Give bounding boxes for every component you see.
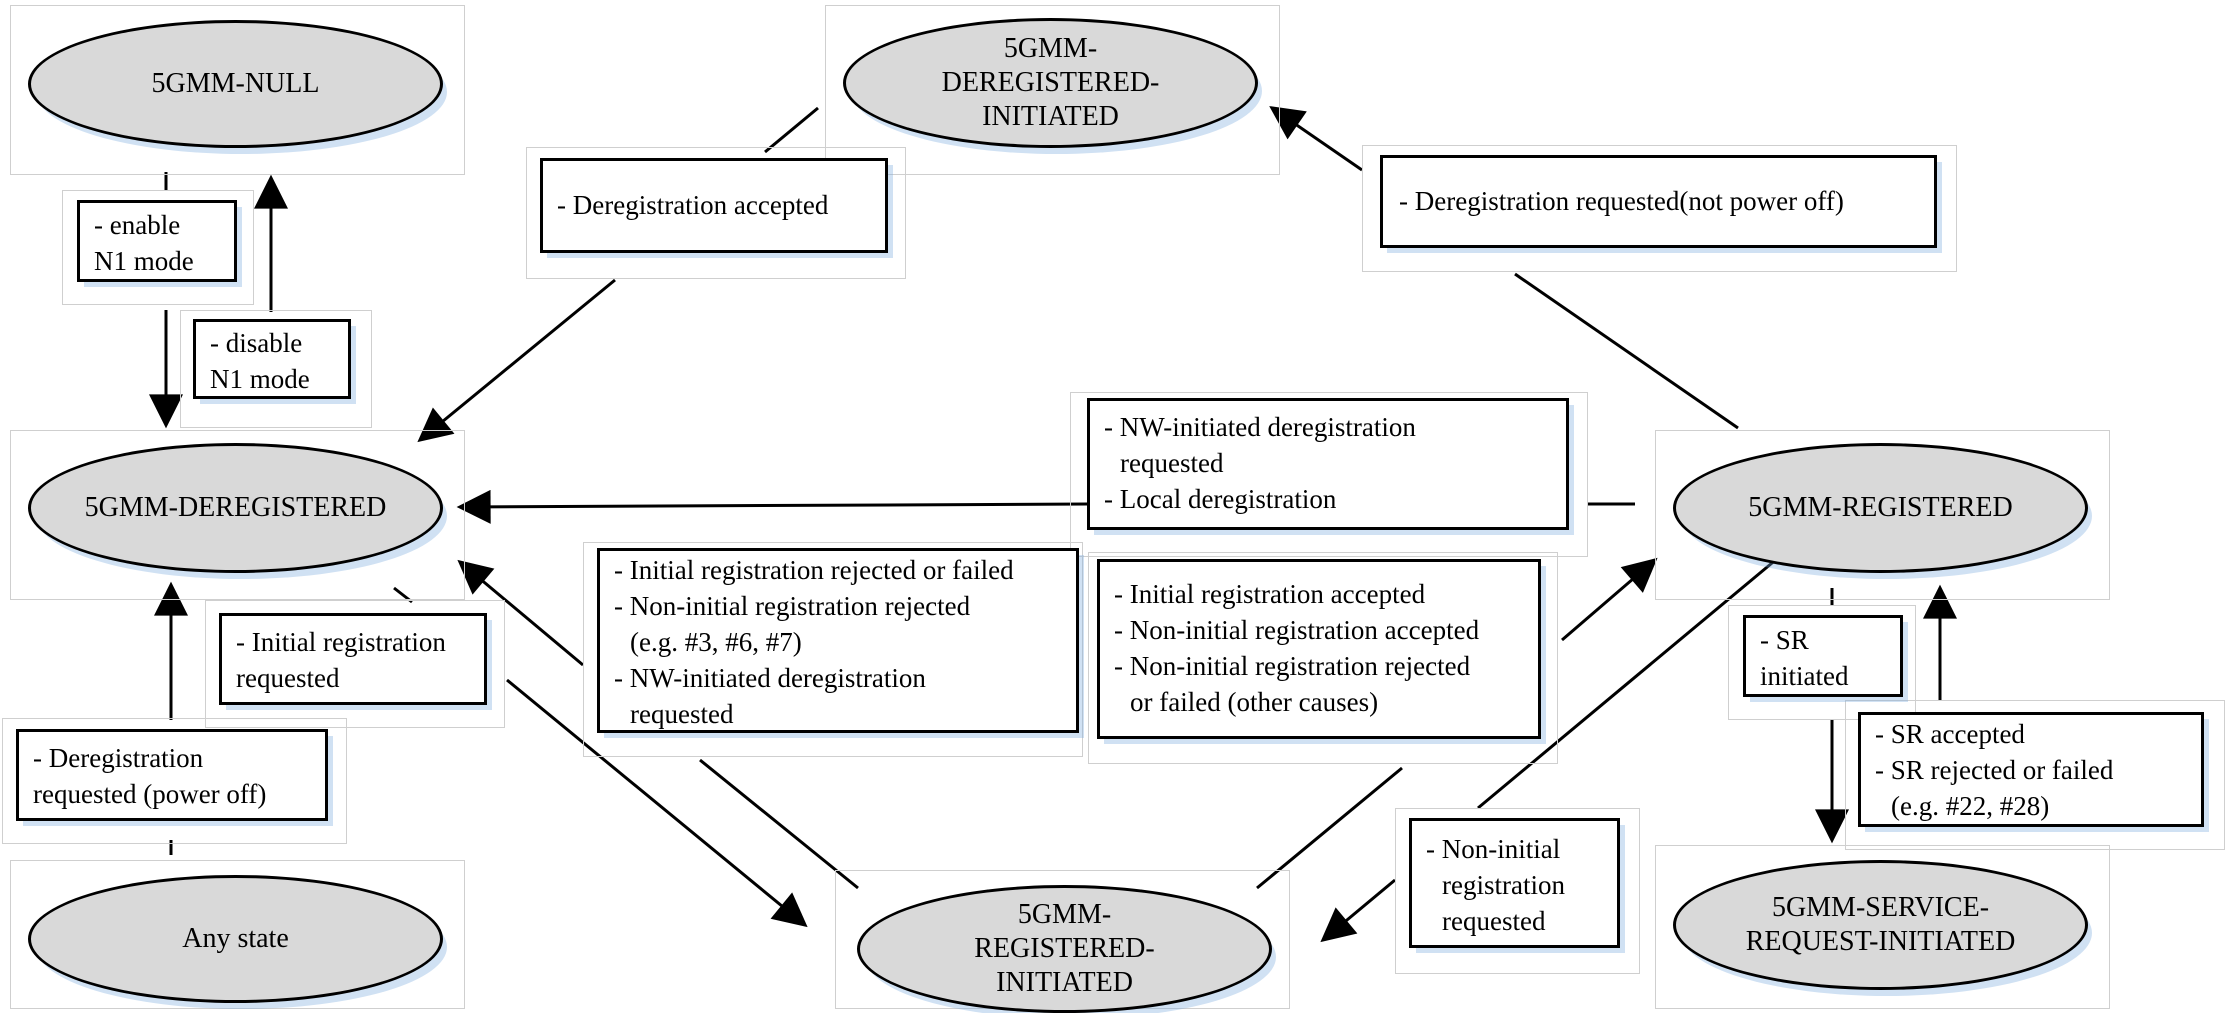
label-sr-accepted-rejected: - SR accepted - SR rejected or failed (e… xyxy=(1858,712,2204,827)
edge-deregistered-to-reg-initiated-b xyxy=(506,678,808,928)
frame-deregistered xyxy=(10,430,465,600)
label-line: requested xyxy=(1442,906,1546,936)
state-5gmm-registered: 5GMM-REGISTERED xyxy=(1673,443,2088,573)
label-line: - SR accepted xyxy=(1875,719,2025,749)
frame-dereg-accepted xyxy=(526,147,906,279)
label-deregistration-requested-power-off: - Deregistration requested (power off) xyxy=(16,729,328,821)
label-line: requested xyxy=(1120,448,1224,478)
label-line: - Local deregistration xyxy=(1104,484,1337,514)
label-deregistration-accepted: - Deregistration accepted xyxy=(540,158,888,253)
label-initial-registration-requested: - Initial registration requested xyxy=(219,613,487,705)
frame-sr-init xyxy=(1728,605,1916,720)
label-line: - enable xyxy=(94,210,181,240)
frame-reg-rejected xyxy=(583,542,1083,757)
label-line: - Deregistration xyxy=(33,743,204,773)
label-line: or failed (other causes) xyxy=(1130,687,1379,717)
edge-reg-initiated-to-deregistered-a xyxy=(699,758,859,890)
frame-power-off xyxy=(2,718,347,844)
state-5gmm-deregistered-initiated: 5GMM- DEREGISTERED- INITIATED xyxy=(843,18,1258,148)
label-line: - Non-initial xyxy=(1426,834,1561,864)
edge-dereg-initiated-stub xyxy=(764,106,819,154)
state-5gmm-registered-initiated: 5GMM- REGISTERED- INITIATED xyxy=(857,885,1272,1013)
frame-non-initial xyxy=(1395,808,1640,974)
label-registration-rejected: - Initial registration rejected or faile… xyxy=(597,548,1079,733)
frame-initial-req xyxy=(205,600,505,728)
frame-disable xyxy=(180,310,372,428)
state-5gmm-null: 5GMM-NULL xyxy=(28,20,443,148)
state-5gmm-service-request-initiated: 5GMM-SERVICE- REQUEST-INITIATED xyxy=(1673,860,2088,990)
frame-sr-accepted xyxy=(1845,700,2225,850)
label-line: requested xyxy=(236,663,340,693)
label-disable-n1-mode: - disable N1 mode xyxy=(193,319,351,399)
label-line: - Deregistration accepted xyxy=(557,190,829,220)
edge-registered-to-reg-initiated-b xyxy=(1320,878,1396,943)
label-line: - disable xyxy=(210,328,303,358)
edge-reg-initiated-to-registered-a xyxy=(1256,766,1403,890)
label-line: - NW-initiated deregistration xyxy=(1104,412,1416,442)
label-nw-initiated-deregistration: - NW-initiated deregistration requested … xyxy=(1087,398,1569,530)
label-line: registration xyxy=(1442,870,1565,900)
label-line: requested xyxy=(630,699,734,729)
frame-dereg-initiated xyxy=(825,5,1280,175)
state-any-state: Any state xyxy=(28,875,443,1003)
label-line: (e.g. #3, #6, #7) xyxy=(630,627,802,657)
edge-dereg-requested-to-dereg-initiated xyxy=(1269,106,1363,172)
label-line: requested (power off) xyxy=(33,779,267,809)
label-line: - Non-initial registration accepted xyxy=(1114,615,1480,645)
label-line: - Initial registration accepted xyxy=(1114,579,1426,609)
label-line: - Initial registration xyxy=(236,627,446,657)
label-line: initiated xyxy=(1760,661,1849,691)
label-line: - Deregistration requested(not power off… xyxy=(1399,186,1844,216)
label-deregistration-requested-not-power-off: - Deregistration requested(not power off… xyxy=(1380,155,1937,248)
label-line: - Non-initial registration rejected xyxy=(614,591,971,621)
label-non-initial-registration-requested: - Non-initial registration requested xyxy=(1409,818,1620,948)
frame-enable xyxy=(62,190,254,305)
edge-registered-to-dereg-initiated xyxy=(1514,272,1739,430)
frame-registered xyxy=(1655,430,2110,600)
label-line: N1 mode xyxy=(210,364,310,394)
state-5gmm-deregistered: 5GMM-DEREGISTERED xyxy=(28,443,443,573)
frame-dereg-requested xyxy=(1362,145,1957,272)
edge-reg-initiated-to-deregistered-b xyxy=(457,559,584,667)
edge-reg-initiated-to-registered-b xyxy=(1561,557,1658,642)
label-line: - SR xyxy=(1760,625,1809,655)
label-sr-initiated: - SR initiated xyxy=(1743,615,1903,697)
frame-nw-initiated xyxy=(1070,392,1588,557)
edge-registered-to-deregistered-b xyxy=(456,489,1089,524)
label-registration-accepted: - Initial registration accepted - Non-in… xyxy=(1097,559,1541,739)
label-line: - Initial registration rejected or faile… xyxy=(614,555,1014,585)
frame-reg-accepted xyxy=(1088,552,1558,764)
label-line: - NW-initiated deregistration xyxy=(614,663,926,693)
label-line: - SR rejected or failed xyxy=(1875,755,2114,785)
label-line: (e.g. #22, #28) xyxy=(1891,791,2050,821)
label-line: - Non-initial registration rejected xyxy=(1114,651,1471,681)
label-enable-n1-mode: - enable N1 mode xyxy=(77,200,237,282)
label-line: N1 mode xyxy=(94,246,194,276)
edge-dereg-initiated-to-deregistered xyxy=(417,278,616,443)
frame-null xyxy=(10,5,465,175)
